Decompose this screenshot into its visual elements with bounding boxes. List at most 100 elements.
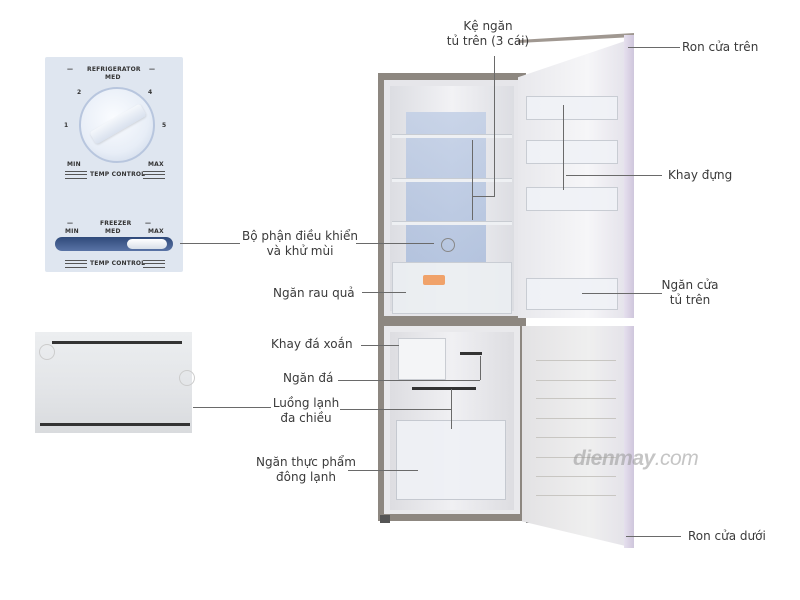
- screw-cover: [179, 370, 195, 386]
- refrigerator-title-rule-right: —: [149, 66, 156, 73]
- leader-line: [180, 243, 240, 244]
- freezer-min-label: MIN: [65, 228, 79, 235]
- vent-slots-bottom: [40, 423, 190, 426]
- leader-line: [451, 389, 452, 429]
- multi-flow-air-vent-inset: [35, 332, 195, 433]
- label-upper-door-pocket: Ngăn cửa tủ trên: [660, 278, 720, 308]
- leader-line: [480, 356, 481, 380]
- vent-slots-top: [52, 341, 182, 344]
- dial-number-2: 2: [77, 89, 82, 96]
- dial-knob: [89, 103, 147, 145]
- screw-cover: [39, 344, 55, 360]
- ice-compartment-vent: [460, 352, 482, 355]
- label-multi-flow-air: Luồng lạnh đa chiều: [266, 396, 346, 426]
- compartment-divider: [378, 316, 526, 326]
- label-upper-door-gasket: Ron cửa trên: [682, 40, 759, 54]
- frozen-food-bin: [396, 420, 506, 500]
- label-control-deodorizer: Bộ phận điều khiển và khử mùi: [234, 229, 366, 259]
- label-line: và khử mùi: [266, 244, 334, 258]
- door-ridge: [536, 476, 616, 477]
- leader-line: [494, 56, 495, 196]
- leader-line: [472, 140, 473, 220]
- freezer-slider: [55, 237, 173, 251]
- label-line: Bộ phận điều khiển: [241, 229, 358, 243]
- refrigerator-temp-control-label: TEMP CONTROL: [90, 171, 146, 178]
- upper-shelf: [392, 134, 512, 138]
- leader-line: [626, 536, 681, 537]
- refrigerator-med-label: MED: [105, 74, 121, 81]
- leader-line: [348, 470, 418, 471]
- leader-line: [356, 243, 434, 244]
- watermark-brand: dienmay: [573, 447, 655, 470]
- lower-door-gasket: [624, 326, 634, 548]
- decorative-bars: [65, 171, 87, 179]
- label-line: đông lạnh: [276, 470, 336, 484]
- door-ridge: [536, 457, 616, 458]
- label-upper-shelves: Kệ ngăn tủ trên (3 cái): [438, 19, 538, 49]
- watermark-suffix: .com: [654, 447, 699, 470]
- door-ridge: [536, 380, 616, 381]
- door-ridge: [536, 418, 616, 419]
- upper-shelf: [392, 178, 512, 182]
- label-line: tủ trên: [669, 293, 711, 307]
- freezer-title: FREEZER: [100, 220, 132, 227]
- door-bin: [526, 187, 618, 211]
- door-ridge: [536, 398, 616, 399]
- vegetable-crisper: [392, 262, 512, 314]
- dial-number-1: 1: [64, 122, 69, 129]
- label-line: Ngăn thực phẩm: [256, 455, 356, 469]
- leader-line: [566, 175, 662, 176]
- door-ridge: [536, 437, 616, 438]
- leader-line: [340, 409, 452, 410]
- leader-line: [628, 47, 680, 48]
- dial-number-4: 4: [148, 89, 153, 96]
- leader-line: [361, 345, 399, 346]
- upper-door-pocket: [526, 278, 618, 310]
- upper-shelf: [392, 221, 512, 225]
- label-lower-door-gasket: Ron cửa dưới: [688, 529, 766, 543]
- upper-door-top: [518, 33, 634, 43]
- label-line: đa chiều: [280, 411, 332, 425]
- multi-flow-vent: [412, 387, 476, 390]
- door-ridge: [536, 495, 616, 496]
- watermark: dienmay.com: [573, 447, 699, 471]
- freezer-med-label: MED: [105, 228, 121, 235]
- fridge-foot: [380, 515, 390, 523]
- door-bin: [526, 140, 618, 164]
- refrigerator-title: REFRIGERATOR: [87, 66, 141, 73]
- label-frozen-food-bin: Ngăn thực phẩm đông lạnh: [250, 455, 362, 485]
- freezer-temp-control-label: TEMP CONTROL: [90, 260, 146, 267]
- dial-number-5: 5: [162, 122, 167, 129]
- freezer-slider-thumb: [127, 239, 167, 249]
- door-ridge: [536, 360, 616, 361]
- twist-ice-tray: [398, 338, 446, 380]
- decorative-bars: [143, 171, 165, 179]
- refrigerator-dial: [79, 87, 155, 163]
- temperature-control-panel: — REFRIGERATOR — MED 2 4 1 5 MIN MAX TEM…: [45, 57, 183, 272]
- decorative-bars: [65, 260, 87, 268]
- freezer-max-label: MAX: [148, 228, 164, 235]
- decorative-bars: [143, 260, 165, 268]
- label-line: Kệ ngăn: [463, 19, 513, 33]
- refrigerator-min-label: MIN: [67, 161, 81, 168]
- label-door-bins: Khay đựng: [668, 168, 733, 182]
- label-vegetable-crisper: Ngăn rau quả: [273, 286, 355, 300]
- label-line: Ngăn cửa: [661, 278, 719, 292]
- leader-line: [472, 196, 495, 197]
- label-twist-ice-tray: Khay đá xoắn: [271, 337, 353, 351]
- leader-line: [362, 292, 406, 293]
- leader-line: [338, 380, 480, 381]
- refrigerator-title-rule: —: [67, 66, 74, 73]
- door-bin: [526, 96, 618, 120]
- label-line: tủ trên (3 cái): [446, 34, 530, 48]
- freezer-title-rule: —: [67, 220, 74, 227]
- label-ice-compartment: Ngăn đá: [283, 371, 334, 385]
- leader-line: [563, 105, 564, 190]
- label-line: Luồng lạnh: [272, 396, 340, 410]
- leader-line: [582, 293, 662, 294]
- crisper-tag: [423, 275, 445, 285]
- upper-door: [518, 38, 634, 318]
- freezer-title-rule-right: —: [145, 220, 152, 227]
- upper-door-gasket: [624, 35, 634, 318]
- leader-line: [193, 407, 271, 408]
